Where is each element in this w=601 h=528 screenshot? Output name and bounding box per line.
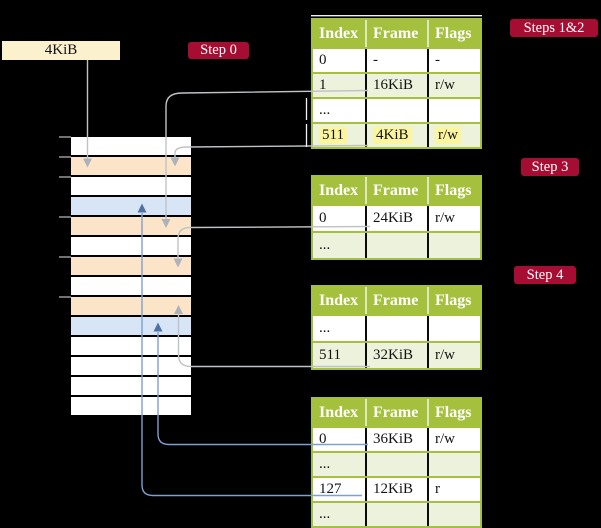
table-cell: ... bbox=[313, 233, 365, 258]
table-cell bbox=[427, 453, 480, 476]
table-cell: r/w bbox=[427, 124, 480, 147]
table-cell bbox=[427, 233, 480, 258]
table-cell: r bbox=[427, 478, 480, 501]
table-cell: r/w bbox=[427, 74, 480, 97]
table-cell: 4KiB bbox=[365, 124, 427, 147]
memory-frame-row-9 bbox=[71, 297, 191, 317]
table-cell: 36KiB bbox=[365, 428, 427, 451]
column-header: Frame bbox=[365, 287, 427, 314]
column-header: Frame bbox=[365, 399, 427, 426]
memory-frame-row-1 bbox=[71, 137, 191, 157]
table-cell: r/w bbox=[427, 343, 480, 368]
table-cell: 1 bbox=[313, 74, 365, 97]
table-cell: ... bbox=[313, 503, 365, 526]
memory-frame-row-8 bbox=[71, 277, 191, 297]
table-cell bbox=[427, 99, 480, 122]
column-header: Index bbox=[313, 287, 365, 314]
column-header: Index bbox=[313, 399, 365, 426]
table-cell bbox=[365, 316, 427, 341]
highlight-mark: r/w bbox=[435, 127, 461, 144]
table-cell: ... bbox=[313, 99, 365, 122]
column-header: Frame bbox=[365, 20, 427, 47]
highlight-mark: 511 bbox=[319, 127, 347, 144]
table-cell: 511 bbox=[313, 124, 365, 147]
table-cell: r/w bbox=[427, 206, 480, 231]
t1-row-0: 0-- bbox=[313, 47, 480, 72]
badge-steps-1-2: Steps 1&2 bbox=[510, 19, 598, 37]
table-cell bbox=[365, 453, 427, 476]
table-cell: 12KiB bbox=[365, 478, 427, 501]
table-cell bbox=[427, 316, 480, 341]
memory-frame-row-5 bbox=[71, 217, 191, 237]
column-header: Flags bbox=[427, 20, 480, 47]
table-cell bbox=[365, 503, 427, 526]
memory-frame-row-14 bbox=[71, 397, 191, 417]
memory-frame-row-3 bbox=[71, 177, 191, 197]
column-header: Flags bbox=[427, 177, 480, 204]
table-cell: 16KiB bbox=[365, 74, 427, 97]
badge-step-3: Step 3 bbox=[521, 158, 579, 176]
t4-row-...: ... bbox=[313, 451, 480, 476]
t1-row-511: 511 4KiB r/w bbox=[313, 122, 480, 147]
table-cell bbox=[365, 233, 427, 258]
table-cell bbox=[365, 99, 427, 122]
table-cell: 0 bbox=[313, 428, 365, 451]
table-cell: - bbox=[427, 49, 480, 72]
column-header: Frame bbox=[365, 177, 427, 204]
table-cell: r/w bbox=[427, 428, 480, 451]
t3-row-...: ... bbox=[313, 314, 480, 341]
memory-frame-row-2 bbox=[71, 157, 191, 177]
column-header: Flags bbox=[427, 399, 480, 426]
table-cell: ... bbox=[313, 453, 365, 476]
table-cell bbox=[427, 503, 480, 526]
table-cell: 24KiB bbox=[365, 206, 427, 231]
t4-row-...: ... bbox=[313, 501, 480, 526]
memory-frame-row-12 bbox=[71, 357, 191, 377]
column-header: Index bbox=[313, 177, 365, 204]
frame-size-box: 4KiB bbox=[2, 41, 120, 60]
highlight-mark: 4KiB bbox=[373, 127, 412, 144]
t1-row-...: ... bbox=[313, 97, 480, 122]
table-cell: 127 bbox=[313, 478, 365, 501]
table-cell: 32KiB bbox=[365, 343, 427, 368]
badge-step-0: Step 0 bbox=[188, 42, 249, 59]
physical-memory-column bbox=[71, 137, 191, 417]
t2-row-...: ... bbox=[313, 231, 480, 258]
column-header: Flags bbox=[427, 287, 480, 314]
column-header: Index bbox=[313, 20, 365, 47]
memory-frame-row-11 bbox=[71, 337, 191, 357]
memory-frame-row-6 bbox=[71, 237, 191, 257]
memory-frame-row-13 bbox=[71, 377, 191, 397]
table-cell: 0 bbox=[313, 49, 365, 72]
table-cell: 511 bbox=[313, 343, 365, 368]
memory-frame-row-4 bbox=[71, 197, 191, 217]
table-cell: 0 bbox=[313, 206, 365, 231]
table-cell: - bbox=[365, 49, 427, 72]
badge-step-4: Step 4 bbox=[514, 266, 576, 284]
table-cell: ... bbox=[313, 316, 365, 341]
memory-frame-row-7 bbox=[71, 257, 191, 277]
memory-frame-row-10 bbox=[71, 317, 191, 337]
